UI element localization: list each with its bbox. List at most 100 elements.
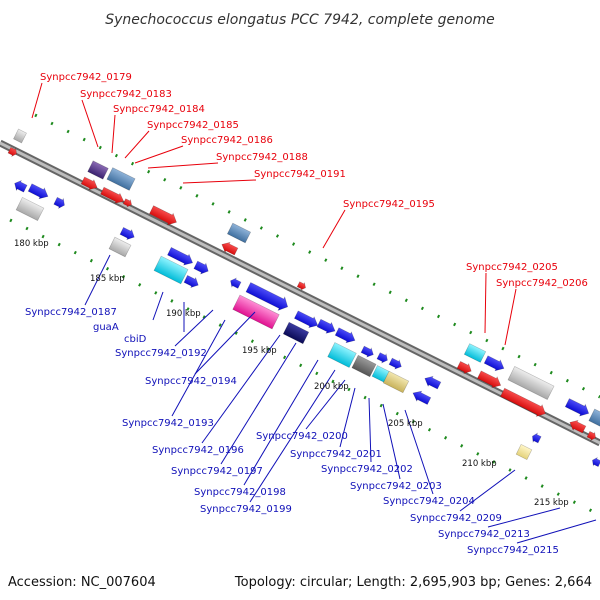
leader-line bbox=[368, 397, 372, 463]
gene-feature bbox=[569, 419, 587, 434]
gene-feature bbox=[153, 255, 189, 285]
gene-label[interactable]: Synpcc7942_0186 bbox=[181, 135, 273, 146]
gene-label[interactable]: Synpcc7942_0196 bbox=[152, 445, 244, 456]
gene-feature bbox=[483, 355, 505, 372]
gene-label[interactable]: Synpcc7942_0213 bbox=[438, 529, 530, 540]
gene-feature bbox=[122, 198, 132, 208]
leader-line bbox=[124, 130, 150, 159]
gene-feature bbox=[351, 354, 377, 378]
gene-label[interactable]: Synpcc7942_0206 bbox=[496, 278, 588, 289]
leader-line bbox=[201, 334, 281, 444]
leader-line bbox=[84, 254, 111, 306]
gene-feature bbox=[456, 361, 472, 375]
kbp-scale-labels: 180 kbp 185 kbp 190 kbp 195 kbp 200 kbp … bbox=[14, 239, 569, 508]
gene-features bbox=[7, 128, 600, 468]
gene-label[interactable]: guaA bbox=[93, 322, 119, 333]
label-leader-lines bbox=[31, 82, 597, 544]
kbp-tick-label: 195 kbp bbox=[242, 346, 277, 356]
gene-label[interactable]: Synpcc7942_0188 bbox=[216, 152, 308, 163]
gene-feature bbox=[412, 390, 432, 405]
gene-label[interactable]: Synpcc7942_0192 bbox=[115, 348, 207, 359]
gene-feature bbox=[149, 205, 177, 226]
gene-feature bbox=[296, 281, 306, 291]
leader-line bbox=[152, 291, 164, 321]
dotted-guide-lines bbox=[9, 113, 600, 517]
gene-feature bbox=[108, 236, 132, 258]
gene-feature bbox=[106, 167, 136, 191]
gene-feature bbox=[245, 282, 289, 311]
leader-line bbox=[81, 99, 99, 148]
topology-text: Topology: circular; Length: 2,695,903 bp… bbox=[234, 575, 592, 590]
tick-guide-line bbox=[9, 218, 600, 517]
gene-feature bbox=[282, 321, 310, 345]
leader-line bbox=[484, 272, 487, 334]
gene-feature bbox=[221, 241, 239, 256]
gene-feature bbox=[382, 370, 410, 394]
upper-gene-labels: Synpcc7942_0179 Synpcc7942_0183 Synpcc79… bbox=[40, 72, 588, 289]
gene-label[interactable]: Synpcc7942_0185 bbox=[147, 120, 239, 131]
gene-label[interactable]: Synpcc7942_0183 bbox=[80, 89, 172, 100]
gene-label[interactable]: Synpcc7942_0187 bbox=[25, 307, 117, 318]
leader-line bbox=[31, 82, 43, 119]
accession-text: Accession: NC_007604 bbox=[8, 575, 156, 590]
gene-feature bbox=[507, 366, 555, 400]
gene-feature bbox=[87, 160, 109, 180]
gene-feature bbox=[100, 186, 125, 204]
gene-feature bbox=[388, 357, 402, 370]
gene-feature bbox=[7, 146, 17, 158]
gene-label[interactable]: Synpcc7942_0179 bbox=[40, 72, 132, 83]
kbp-tick-label: 185 kbp bbox=[90, 274, 125, 284]
gene-feature bbox=[293, 310, 319, 329]
leader-line bbox=[487, 507, 561, 528]
gene-label[interactable]: Synpcc7942_0203 bbox=[350, 481, 442, 492]
gene-feature bbox=[586, 430, 596, 442]
gene-feature bbox=[463, 343, 487, 363]
gene-feature bbox=[183, 275, 199, 289]
gene-label[interactable]: Synpcc7942_0201 bbox=[290, 449, 382, 460]
gene-label[interactable]: Synpcc7942_0197 bbox=[171, 466, 263, 477]
gene-label[interactable]: Synpcc7942_0195 bbox=[343, 199, 435, 210]
gene-label[interactable]: cbiD bbox=[124, 334, 147, 345]
gene-feature bbox=[376, 352, 388, 364]
gene-feature bbox=[564, 398, 590, 417]
gene-label[interactable]: Synpcc7942_0200 bbox=[256, 431, 348, 442]
gene-label[interactable]: Synpcc7942_0205 bbox=[466, 262, 558, 273]
gene-feature bbox=[226, 222, 252, 244]
leader-line bbox=[339, 387, 356, 448]
gene-label[interactable]: Synpcc7942_0184 bbox=[113, 104, 205, 115]
gene-feature bbox=[15, 196, 45, 222]
leader-line bbox=[182, 179, 257, 184]
genome-backbone bbox=[0, 139, 600, 447]
leader-line bbox=[322, 209, 346, 249]
leader-line bbox=[171, 319, 226, 417]
gene-label[interactable]: Synpcc7942_0194 bbox=[145, 376, 237, 387]
kbp-tick-label: 200 kbp bbox=[314, 382, 349, 392]
gene-feature bbox=[230, 277, 242, 289]
gene-label[interactable]: Synpcc7942_0191 bbox=[254, 169, 346, 180]
leader-line bbox=[134, 145, 184, 164]
gene-feature bbox=[193, 260, 209, 275]
gene-feature bbox=[592, 456, 600, 468]
leader-line bbox=[111, 114, 116, 154]
gene-feature bbox=[424, 375, 442, 390]
leader-line bbox=[174, 309, 214, 347]
leader-line bbox=[404, 409, 434, 495]
leader-line bbox=[305, 379, 346, 430]
gene-label[interactable]: Synpcc7942_0209 bbox=[410, 513, 502, 524]
gene-feature bbox=[167, 247, 194, 266]
gene-feature bbox=[532, 432, 542, 444]
gene-label[interactable]: Synpcc7942_0204 bbox=[383, 496, 475, 507]
gene-feature bbox=[119, 227, 135, 241]
gene-feature bbox=[360, 345, 374, 358]
gene-feature bbox=[334, 327, 356, 344]
gene-label[interactable]: Synpcc7942_0202 bbox=[321, 464, 413, 475]
gene-label[interactable]: Synpcc7942_0193 bbox=[122, 418, 214, 429]
gene-label[interactable]: Synpcc7942_0198 bbox=[194, 487, 286, 498]
leader-line bbox=[194, 311, 256, 375]
gene-label[interactable]: Synpcc7942_0199 bbox=[200, 504, 292, 515]
leader-line bbox=[516, 519, 597, 544]
gene-label[interactable]: Synpcc7942_0215 bbox=[467, 545, 559, 556]
gene-feature bbox=[327, 342, 357, 368]
lower-gene-labels: Synpcc7942_0187 guaA cbiD Synpcc7942_019… bbox=[25, 307, 559, 556]
